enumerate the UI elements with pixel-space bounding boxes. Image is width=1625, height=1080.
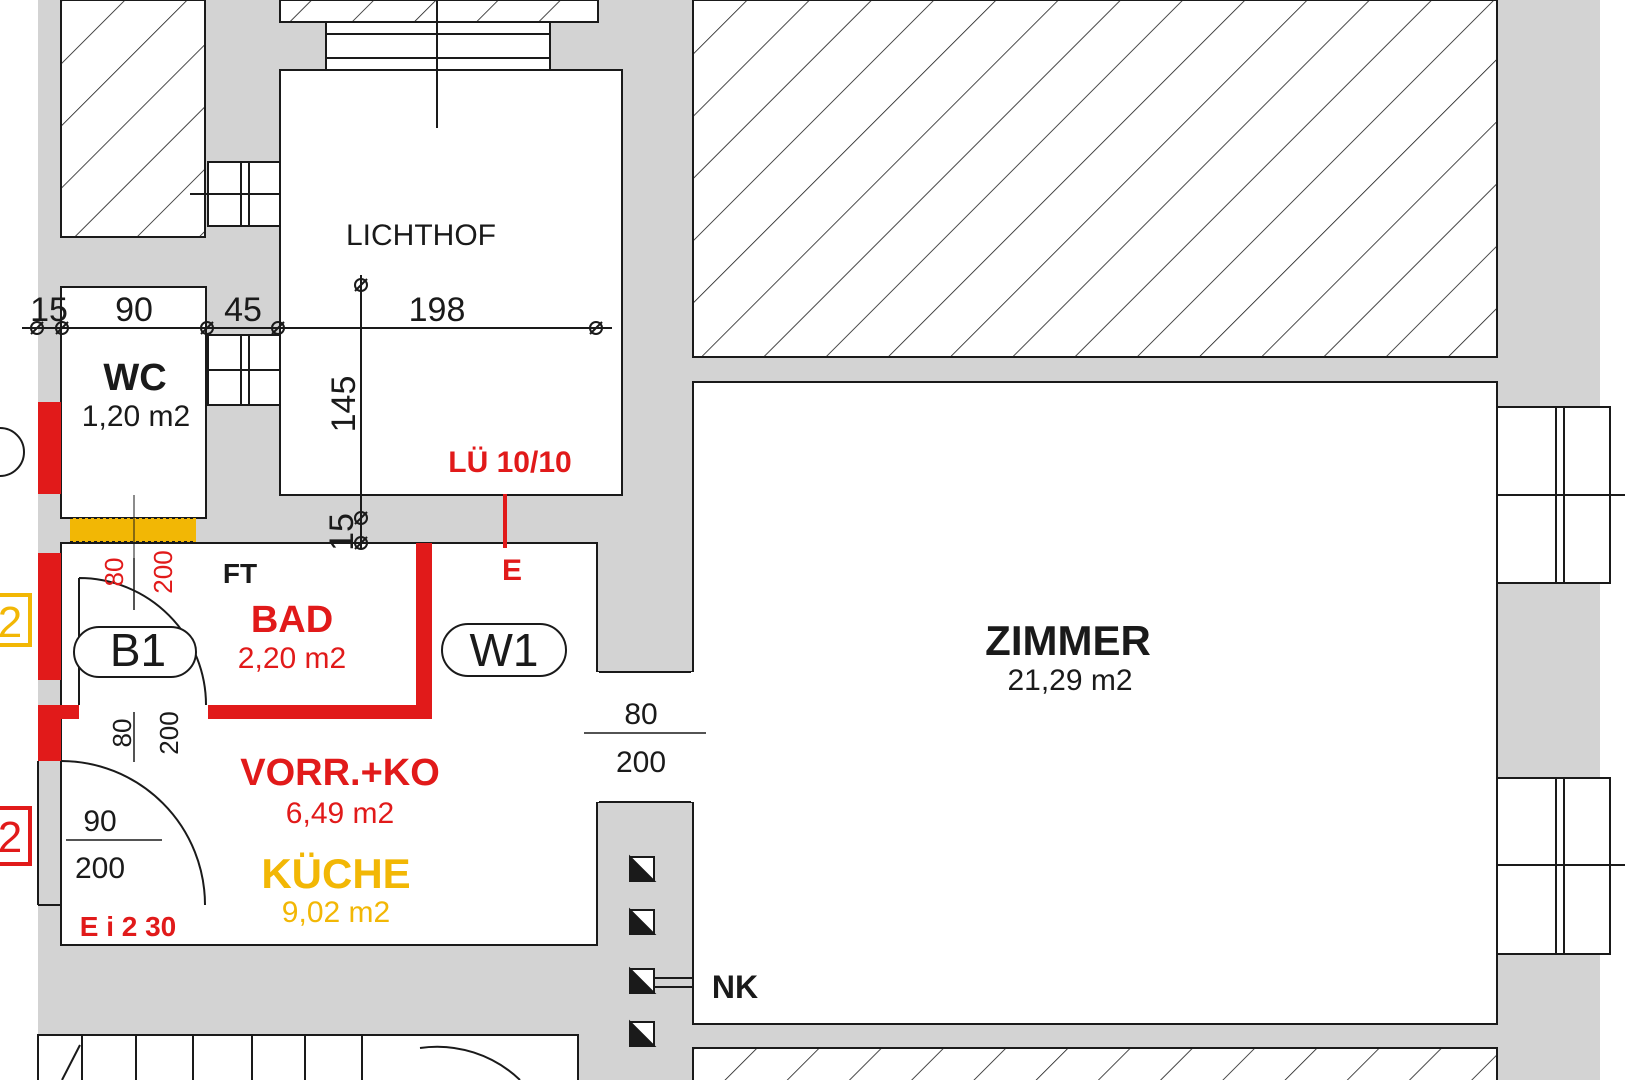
dim-ticks [30,278,603,550]
chimney-shaft [629,854,657,882]
chimney-shaft [629,1019,657,1047]
room-zimmer [692,381,1498,1025]
staircase [37,1034,579,1080]
zimmer-door-height: 200 [616,746,666,779]
dim-label-15: 15 [30,291,68,329]
wash-tag-label: W1 [470,624,539,676]
zimmer-area: 21,29 m2 [1007,664,1132,697]
lichthof-label: LICHTHOF [346,219,496,252]
chimney-shaft [629,907,657,935]
window-zimmer-lower [1440,777,1625,955]
vorraum-door-height: 200 [154,711,184,754]
zimmer-label: ZIMMER [985,617,1151,664]
edge-tags [0,593,32,866]
entrance-door-height: 200 [75,852,125,885]
chimney-label: NK [712,969,758,1005]
chimney-shaft [629,966,657,994]
bath-tag-label: B1 [110,624,166,676]
kueche-label: KÜCHE [261,850,410,897]
bad-door-width: 80 [99,558,129,587]
entrance-door-rating: E i 2 30 [80,911,177,942]
door-fraction-lines [66,558,706,841]
dim-label-45: 45 [224,291,262,329]
dim-label-198: 198 [409,291,466,329]
wc-label: WC [103,357,166,399]
room-wc [60,286,207,519]
vorraum-door-width: 80 [107,719,137,748]
bad-door-height: 200 [148,550,178,593]
hatched-block-left [60,0,206,238]
door-swings [37,577,207,906]
chimney-shafts [629,854,693,1047]
bad-label: BAD [251,599,333,641]
vent-label: LÜ 10/10 [448,446,571,479]
entrance-door-swing [60,760,206,906]
hatched-block-top [279,0,599,23]
dimension-chain [22,275,612,550]
hatched-block-right-bottom [692,1047,1498,1080]
hatched-block-right-top [692,0,1498,358]
dim-label-15-vertical: 15 [323,513,361,551]
rooms [60,0,1498,1025]
zimmer-door-width: 80 [624,698,657,731]
kueche-area: 9,02 m2 [282,896,390,929]
room-lichthof [279,69,623,496]
bad-area: 2,20 m2 [238,642,346,675]
fire-rated-walls [38,402,432,761]
edge-tag-red-label: 2 [0,813,22,862]
edge-tag-yellow-label: 2 [0,598,22,647]
fixture-label: FT [223,558,257,589]
entrance-door-width: 90 [83,805,116,838]
vent-mark-label: E [502,554,522,587]
wall-circle [0,427,25,477]
vorraum-area: 6,49 m2 [286,797,394,830]
fixtures [0,427,567,678]
bathtub-fixture [73,626,197,678]
wc-area: 1,20 m2 [82,400,190,433]
dim-label-145: 145 [325,376,363,433]
washer-fixture [441,623,567,677]
dim-label-90: 90 [115,291,153,329]
vorraum-label: VORR.+KO [240,752,440,794]
